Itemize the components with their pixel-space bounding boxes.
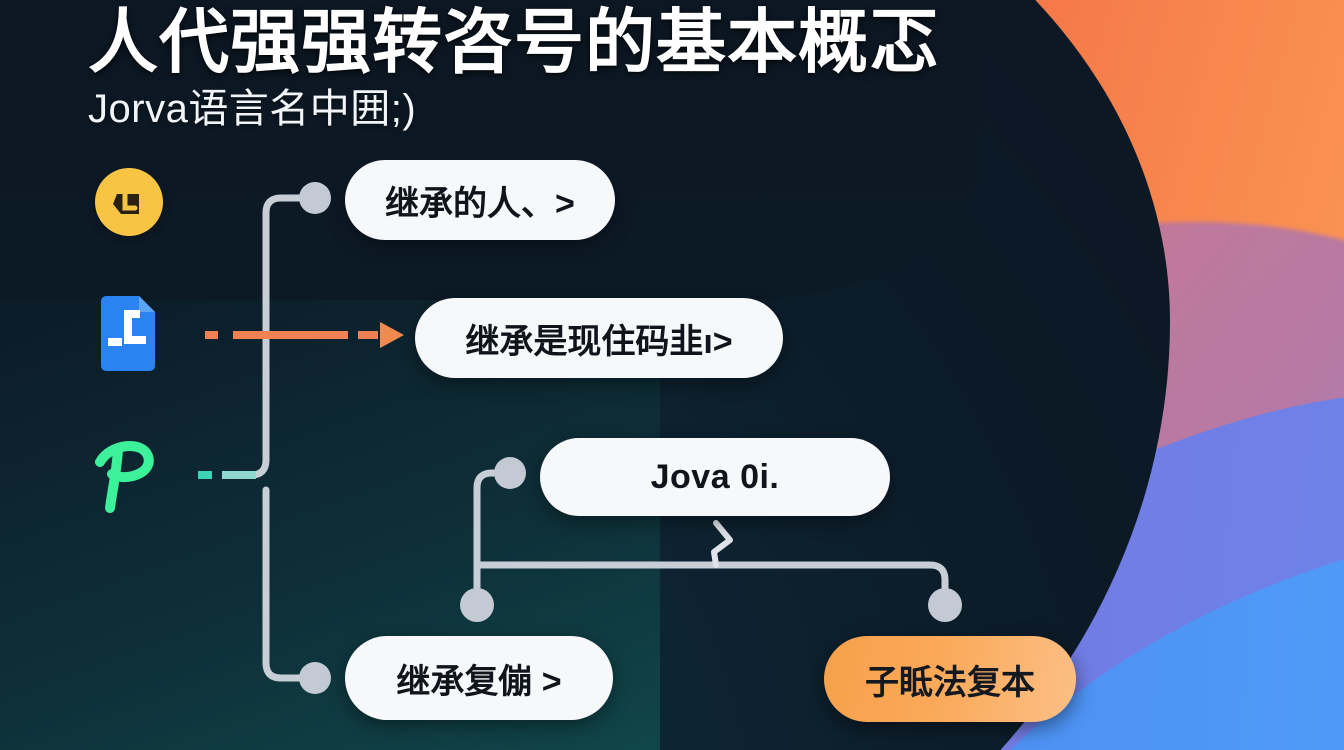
wire-trunk-lower xyxy=(262,486,319,682)
node-dot-5[interactable] xyxy=(299,662,331,694)
page-subtitle: Jorva语言名中囲;) xyxy=(88,87,417,131)
wire-jova-down xyxy=(473,469,514,609)
flow-bubble-jova[interactable]: Jova 0i. xyxy=(540,438,890,516)
node-dot-1[interactable] xyxy=(299,182,331,214)
cursive-p-icon xyxy=(86,432,172,524)
document-icon xyxy=(94,290,160,372)
java-badge-glyph xyxy=(113,191,139,214)
wire-bottom-bus xyxy=(473,561,949,609)
node-dot-2[interactable] xyxy=(494,457,526,489)
wire-trunk-upper xyxy=(247,194,319,479)
wire-zigzag-connector xyxy=(711,520,733,568)
flow-bubble-subclass-copy[interactable]: 子眡法复本 xyxy=(824,636,1076,722)
flow-bubble-inheritance-copy[interactable]: 继承复傰 > xyxy=(345,636,613,720)
bubble-label: 子眡法复本 xyxy=(865,663,1035,702)
bubble-label: 继承复傰 > xyxy=(396,662,562,701)
flow-bubble-inheritance-code[interactable]: 继承是现住码韭ı> xyxy=(415,298,783,378)
document-glyph xyxy=(101,296,155,371)
bubble-label: Jova 0i. xyxy=(650,457,780,496)
node-dot-4[interactable] xyxy=(928,588,962,622)
bubble-label: 继承的人、> xyxy=(385,184,575,223)
cursive-p-glyph xyxy=(95,441,154,513)
flow-bubble-inheritance-person[interactable]: 继承的人、> xyxy=(345,160,615,240)
node-dot-3[interactable] xyxy=(460,588,494,622)
orange-dashed-arrow xyxy=(205,322,404,348)
bubble-label: 继承是现住码韭ı> xyxy=(465,322,733,361)
java-badge-icon xyxy=(95,168,163,236)
page-title: 人代强强转咨号的基本概忑 xyxy=(88,3,940,81)
